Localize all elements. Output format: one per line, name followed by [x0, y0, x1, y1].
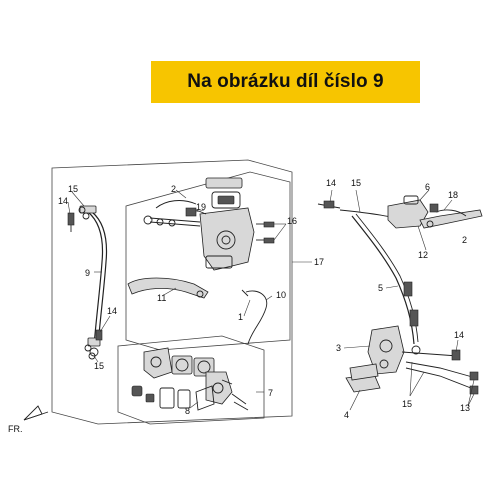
callout-14: 14 [107, 306, 117, 316]
callout-15: 15 [402, 399, 412, 409]
callout-2: 2 [171, 184, 176, 194]
callout-14: 14 [454, 330, 464, 340]
brake-lever [127, 277, 209, 299]
master-cylinder [143, 177, 255, 271]
callout-14: 14 [58, 196, 68, 206]
callout-8: 8 [185, 406, 190, 416]
callout-10: 10 [276, 290, 286, 300]
callout-1: 1 [238, 312, 243, 322]
banjo-bolt-top [67, 206, 90, 232]
master-cylinder-frame [125, 171, 291, 351]
callout-12: 12 [418, 250, 428, 260]
part-number-banner: Na obrázku díl číslo 9 [151, 61, 420, 103]
callout-15: 15 [94, 361, 104, 371]
callout-16: 16 [287, 216, 297, 226]
callout-3: 3 [336, 343, 341, 353]
switch-wire [241, 289, 268, 345]
banner-text: Na obrázku díl číslo 9 [187, 71, 384, 92]
callout-11: 11 [157, 293, 166, 303]
front-direction-label: FR. [8, 424, 23, 434]
callout-15: 15 [351, 178, 361, 188]
leader-lines [67, 189, 475, 411]
right-master-cylinder [317, 195, 483, 229]
brake-hose [79, 205, 108, 357]
front-direction-arrow: FR. [8, 405, 49, 434]
caliper-frame [117, 335, 265, 425]
brake-cable [351, 213, 421, 355]
callout-18: 18 [448, 190, 458, 200]
callout-2: 2 [462, 235, 467, 245]
callout-4: 4 [344, 410, 349, 420]
callout-15: 15 [68, 184, 78, 194]
callout-labels: 15 14 9 14 15 2 19 16 17 11 10 1 7 8 14 … [58, 178, 470, 420]
brake-line-wire [155, 200, 197, 209]
callout-17: 17 [314, 257, 324, 267]
callout-19: 19 [196, 202, 206, 212]
mirror-clamp-screws [256, 221, 275, 244]
callout-9: 9 [85, 268, 90, 278]
callout-6: 6 [425, 182, 430, 192]
brake-caliper [131, 347, 249, 411]
callout-14: 14 [326, 178, 336, 188]
left-assembly-frame [51, 159, 293, 425]
callout-7: 7 [268, 388, 273, 398]
callout-5: 5 [378, 283, 383, 293]
banjo-bolt-bottom [84, 329, 103, 360]
callout-13: 13 [460, 403, 470, 413]
drum-brake-assembly [345, 325, 479, 395]
